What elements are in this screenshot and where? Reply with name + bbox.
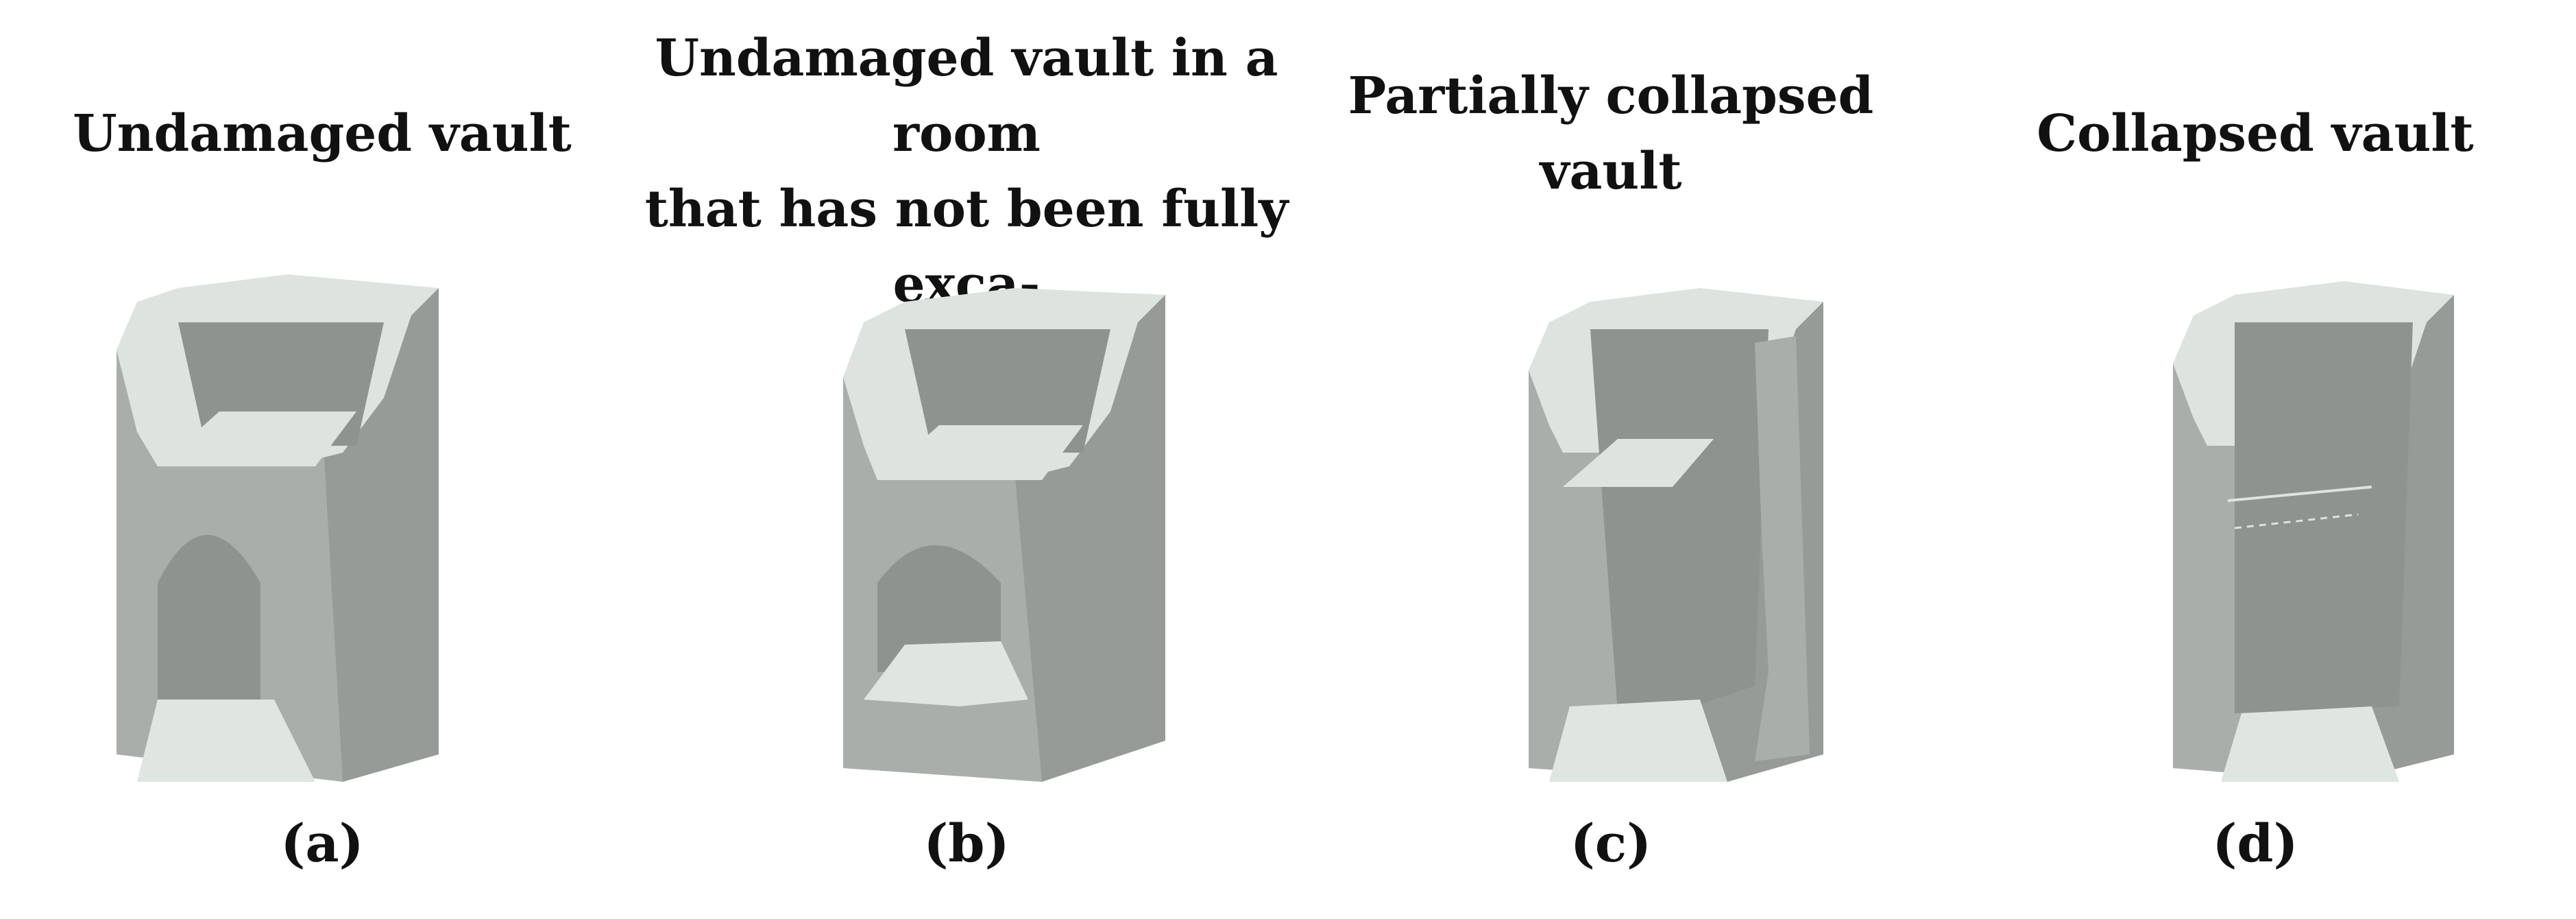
vault-model-partially-collapsed xyxy=(1529,288,1823,782)
panel-label: (b) xyxy=(923,813,1010,874)
vault-model-not-excavated xyxy=(843,288,1165,782)
collapsed-slab-remnant xyxy=(1563,439,1714,487)
floor xyxy=(137,700,315,782)
collapse-trace xyxy=(2234,513,2359,529)
collapse-trace xyxy=(2227,486,2372,502)
floor xyxy=(1549,700,1727,782)
vault-model-collapsed xyxy=(2173,281,2454,782)
panel-title: Partially collapsed vault xyxy=(1348,67,1874,201)
arch-opening xyxy=(877,545,1001,672)
vault-top-slab xyxy=(877,425,1083,480)
panel-d: Collapsed vault (d) xyxy=(1933,0,2576,919)
broken-wall-edge xyxy=(1755,336,1810,761)
fill-soil xyxy=(864,641,1028,706)
panel-title: Undamaged vault xyxy=(73,104,572,163)
inner-cavity xyxy=(905,329,1110,453)
panel-label: (a) xyxy=(280,813,364,874)
vault-top-slab xyxy=(158,411,356,466)
panel-c: Partially collapsed vault (c) xyxy=(1289,0,1933,919)
inner-cavity xyxy=(1590,329,1769,713)
panel-b: Undamaged vault in a room that has not b… xyxy=(644,0,1289,919)
floor xyxy=(2221,706,2399,782)
panel-title: Collapsed vault xyxy=(2037,104,2474,163)
vault-model-undamaged xyxy=(117,274,439,782)
panel-label: (c) xyxy=(1570,813,1652,874)
panel-label: (d) xyxy=(2212,813,2298,874)
panel-a: Undamaged vault (a) xyxy=(0,0,644,919)
